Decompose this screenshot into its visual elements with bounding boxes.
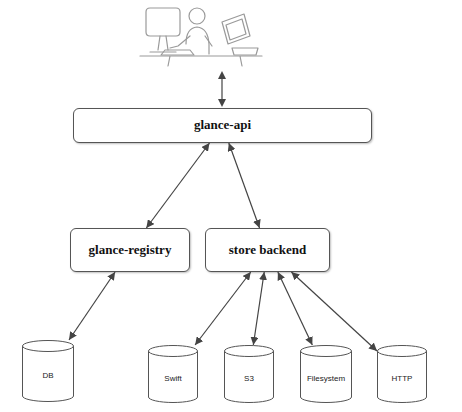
cylinder-outline [148,345,198,403]
connector-arrow [253,272,264,345]
cylinder-body [225,351,274,403]
cylinder-top [225,346,274,357]
cylinder-outline [377,345,427,403]
node-label: store backend [229,243,306,258]
storage-cylinder: HTTP [377,345,427,403]
cylinder-outline [224,345,274,403]
cylinder-body [149,351,198,403]
node-label: DB [42,371,53,380]
connector-arrow [69,272,115,340]
cylinder-body [23,346,74,402]
cylinder-body [378,351,427,403]
node-label: HTTP [392,374,413,383]
connector-arrow [195,272,251,345]
node-label: Swift [164,374,181,383]
connector-arrow [291,272,377,351]
connector-arrow [229,143,260,228]
storage-cylinder: DB [22,340,74,402]
cylinder-body [301,351,352,403]
component-box: glance-api [73,108,372,143]
node-label: glance-registry [89,243,172,258]
user-illustration [0,0,462,110]
node-label: S3 [244,374,254,383]
cylinder-top [149,346,198,357]
connector-arrow [278,272,312,345]
storage-cylinder: Swift [148,345,198,403]
node-label: Filesystem [307,374,345,383]
cylinder-outline [300,345,352,403]
storage-cylinder: Filesystem [300,345,352,403]
cylinder-top [301,346,352,357]
component-box: glance-registry [70,228,190,272]
node-label: glance-api [194,118,251,133]
component-box: store backend [205,228,330,272]
storage-cylinder: S3 [224,345,274,403]
cylinder-top [378,346,427,357]
cylinder-top [23,341,74,352]
connector-arrow [146,143,209,228]
cylinder-outline [22,340,74,402]
